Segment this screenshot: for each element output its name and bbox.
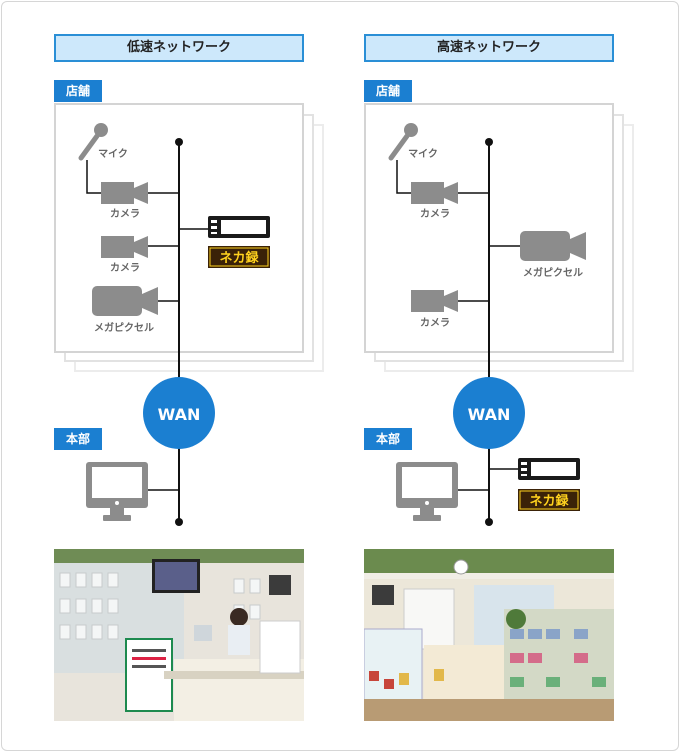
recorder-icon xyxy=(208,216,270,238)
right-device-label-camera-1: カメラ xyxy=(420,208,450,220)
left-hq-label: 本部 xyxy=(54,428,102,450)
monitor-icon xyxy=(86,462,148,521)
mic-icon xyxy=(388,123,418,161)
left-backbone-bottom-dot xyxy=(175,518,183,526)
left-wan-label: WAN xyxy=(158,405,201,424)
left-store-photo xyxy=(54,549,304,721)
camera-icon xyxy=(101,182,148,204)
megapixel-camera-icon xyxy=(520,231,586,261)
recorder-logo: ネカ録 xyxy=(518,489,580,511)
camera-icon xyxy=(101,236,148,258)
right-device-label-camera-2: カメラ xyxy=(420,317,450,329)
left-device-label-camera-2: カメラ xyxy=(110,262,140,274)
right-wan-circle xyxy=(453,377,525,449)
left-title: 低速ネットワーク xyxy=(54,34,304,62)
camera-icon xyxy=(411,182,458,204)
right-hq-label: 本部 xyxy=(364,428,412,450)
right-device-label-megapixel: メガピクセル xyxy=(523,266,583,279)
left-mic-branch xyxy=(86,160,179,194)
right-title: 高速ネットワーク xyxy=(364,34,614,62)
left-backbone-top-dot xyxy=(175,138,183,146)
right-mic-branch xyxy=(396,160,489,194)
recorder-icon xyxy=(518,458,580,480)
right-store-label: 店舗 xyxy=(364,80,412,102)
right-backbone-bottom-dot xyxy=(485,518,493,526)
monitor-icon xyxy=(396,462,458,521)
left-store-label: 店舗 xyxy=(54,80,102,102)
right-device-label-mic: マイク xyxy=(408,148,438,160)
right-network-diagram: マイク カメラ メガピクセル カメラ WAN ネカ録 xyxy=(388,123,586,526)
left-wan-circle xyxy=(143,377,215,449)
left-network-diagram: マイク カメラ カメラ メガピクセル ネカ録 xyxy=(78,123,270,526)
right-backbone-top-dot xyxy=(485,138,493,146)
recorder-logo: ネカ録 xyxy=(208,246,270,268)
right-store-photo xyxy=(364,549,614,721)
left-device-label-megapixel: メガピクセル xyxy=(94,321,154,334)
right-wan-label: WAN xyxy=(468,405,511,424)
megapixel-camera-icon xyxy=(92,286,158,316)
right-recorder-logo-text: ネカ録 xyxy=(529,493,569,509)
left-recorder-logo-text: ネカ録 xyxy=(219,250,259,266)
mic-icon xyxy=(78,123,108,161)
camera-icon xyxy=(411,290,458,312)
left-device-label-camera-1: カメラ xyxy=(110,208,140,220)
left-device-label-mic: マイク xyxy=(98,148,128,160)
